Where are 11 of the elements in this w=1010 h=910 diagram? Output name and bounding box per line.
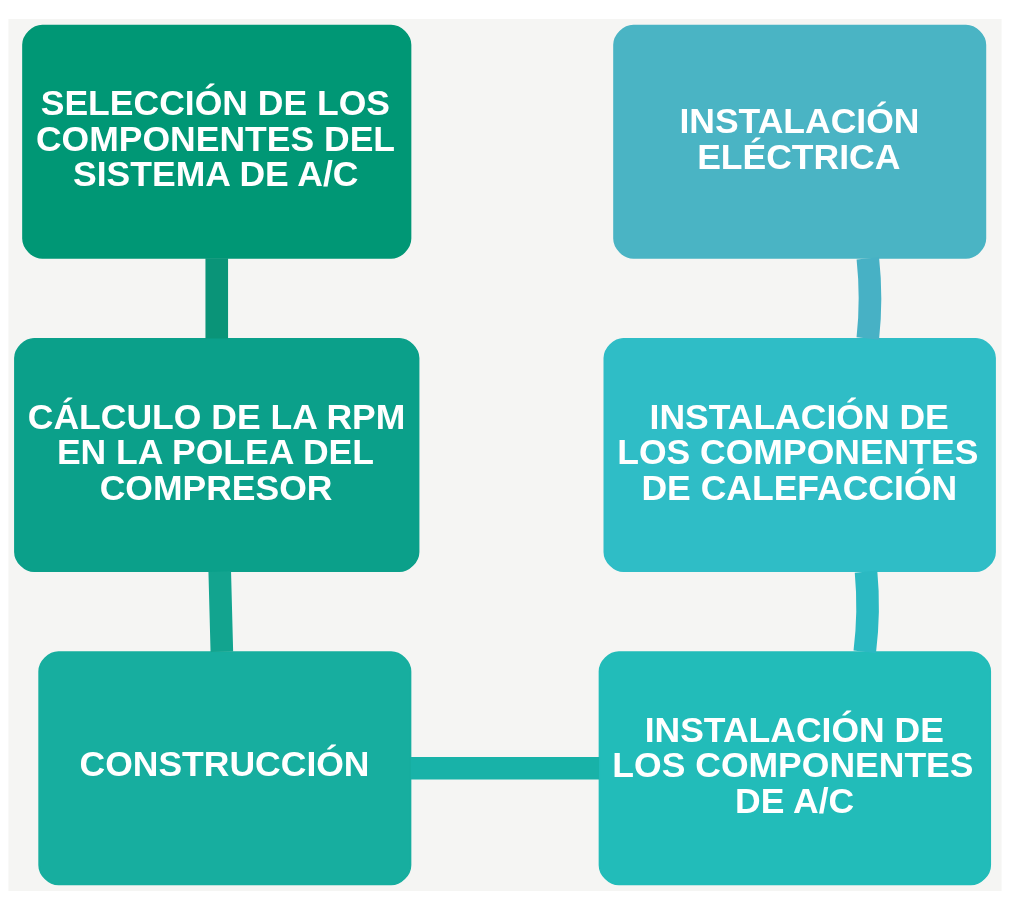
- connector: [205, 258, 229, 339]
- node-box: SELECCIÓN DE LOS COMPONENTES DEL SISTEMA DE A/C: [22, 24, 412, 259]
- connector: [208, 571, 234, 653]
- connector: [410, 756, 600, 780]
- node-box: INSTALACIÓN DE LOS COMPONENTES DE A/C: [598, 651, 992, 886]
- node-box: INSTALACIÓN ELÉCTRICA: [613, 24, 987, 259]
- node-box: CONSTRUCCIÓN: [38, 651, 412, 886]
- node-box: INSTALACIÓN DE LOS COMPONENTES DE CALEFACCIÓN: [603, 337, 996, 573]
- connector: [856, 257, 882, 340]
- node-box: CÁLCULO DE LA RPM EN LA POLEA DEL COMPRESOR: [14, 337, 420, 573]
- connector: [853, 570, 879, 654]
